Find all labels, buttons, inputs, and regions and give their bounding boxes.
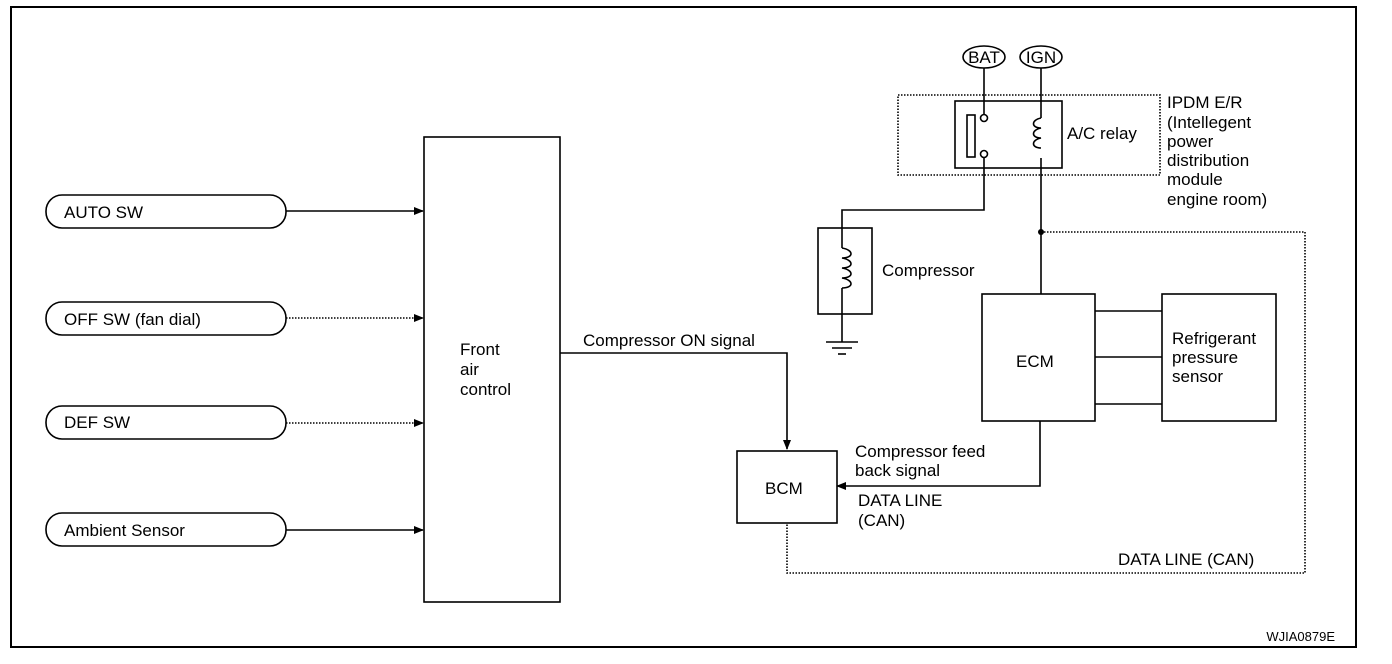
bat-terminal: BAT [962, 45, 1006, 69]
diagram-frame [10, 6, 1357, 648]
ac-relay: A/C relay [954, 100, 1137, 169]
bcm-box: BCM [736, 450, 838, 524]
compressor-feedback-line [836, 421, 1041, 490]
feedback-signal-label-2: back signal [855, 461, 940, 480]
ecm-label: ECM [1016, 352, 1054, 371]
ac-relay-label: A/C relay [1067, 124, 1137, 143]
refrigerant-sensor-label-3: sensor [1172, 367, 1223, 386]
ipdm-label-5: module [1167, 170, 1223, 189]
data-line-can-bottom-label: DATA LINE (CAN) [1118, 550, 1254, 569]
relay-to-compressor-wire [841, 158, 985, 228]
ipdm-label-2: (Intellegent [1167, 113, 1251, 132]
input-auto-sw-label: AUTO SW [64, 203, 143, 222]
refrigerant-sensor-label-2: pressure [1172, 348, 1238, 367]
relay-coil-icon [1032, 117, 1042, 149]
input-ambient-sensor: Ambient Sensor [45, 512, 287, 547]
front-air-control-label-3: control [460, 380, 511, 399]
feedback-signal-label-1: Compressor feed [855, 442, 985, 461]
input-auto-sw: AUTO SW [45, 194, 287, 229]
compressor-on-signal-label: Compressor ON signal [583, 331, 755, 350]
input-def-sw-label: DEF SW [64, 413, 130, 432]
ipdm-label-6: engine room) [1167, 190, 1267, 209]
ipdm-label-3: power [1167, 132, 1214, 151]
compressor-coil-icon [841, 247, 852, 289]
bcm-label: BCM [765, 479, 803, 498]
compressor-label: Compressor [882, 261, 975, 280]
input-ambient-sensor-label: Ambient Sensor [64, 521, 185, 540]
ecm-box: ECM [981, 293, 1096, 422]
ipdm-label: IPDM E/R (Intellegent power distribution… [1167, 93, 1267, 209]
data-line-can-bcm-label-2: (CAN) [858, 511, 905, 530]
front-air-control-label-1: Front [460, 340, 500, 359]
refrigerant-sensor-label-1: Refrigerant [1172, 329, 1256, 348]
front-air-control-box: Front air control [423, 136, 561, 603]
bat-label: BAT [968, 48, 1000, 67]
ipdm-label-4: distribution [1167, 151, 1249, 170]
input-off-sw: OFF SW (fan dial) [45, 301, 287, 336]
ign-terminal: IGN [1019, 45, 1063, 69]
refrigerant-sensor-box: Refrigerant pressure sensor [1161, 293, 1277, 422]
compressor: Compressor [817, 227, 975, 355]
data-line-can-bcm-label-1: DATA LINE [858, 491, 942, 510]
front-air-control-label-2: air [460, 360, 479, 379]
ign-label: IGN [1026, 48, 1056, 67]
relay-contact-icon [966, 114, 976, 158]
input-def-sw: DEF SW [45, 405, 287, 440]
ground-icon [826, 341, 858, 355]
input-off-sw-label: OFF SW (fan dial) [64, 310, 201, 329]
compressor-on-signal-line [560, 352, 791, 450]
figure-code: WJIA0879E [1266, 629, 1335, 644]
ipdm-label-1: IPDM E/R [1167, 93, 1243, 112]
